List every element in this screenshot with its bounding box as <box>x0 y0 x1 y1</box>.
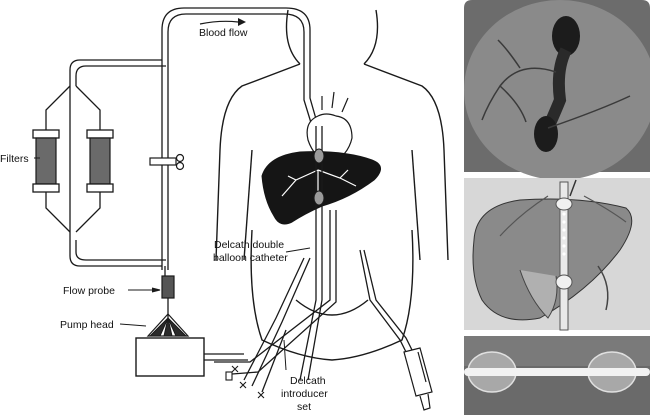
pump-to-body-tubing <box>204 353 248 361</box>
flow-probe-label: Flow probe <box>63 285 115 297</box>
return-tubing <box>161 7 319 270</box>
filter-right <box>86 129 114 193</box>
catheter-balloons-photo <box>464 336 650 415</box>
tubing-clamp <box>149 153 185 171</box>
upper-balloon <box>313 148 325 164</box>
blood-flow-arrowhead <box>238 18 246 26</box>
pump-console <box>135 337 205 377</box>
filter-loop-tubing <box>45 59 166 267</box>
right-panels <box>464 0 650 415</box>
angiogram-image <box>464 0 650 180</box>
hepatic-veins <box>281 169 357 197</box>
double-balloon-catheter <box>299 126 325 381</box>
blood-flow-label: Blood flow <box>199 27 248 39</box>
filter-left <box>32 129 60 193</box>
schematic-diagram: Blood flow Filters Delcath double balloo… <box>0 7 449 413</box>
introducer-label-line1: Delcath <box>290 375 326 387</box>
stopcock-valves <box>225 365 265 399</box>
liver <box>261 151 381 225</box>
introducer-label-line2: introducer <box>281 388 328 400</box>
catheter-label-line2: balloon catheter <box>213 252 288 264</box>
filters-label: Filters <box>0 153 29 165</box>
torso-outline <box>215 9 449 361</box>
flow-probe <box>161 275 175 299</box>
catheter-label-line1: Delcath double <box>214 239 284 251</box>
introducer-label-line3: set <box>297 401 311 413</box>
pump-head-label: Pump head <box>60 319 114 331</box>
label-pointers <box>34 157 311 371</box>
lower-balloon <box>313 190 325 206</box>
blood-flow-arrow <box>199 20 239 25</box>
syringe <box>403 347 433 411</box>
liver-illustration-image <box>464 178 650 331</box>
